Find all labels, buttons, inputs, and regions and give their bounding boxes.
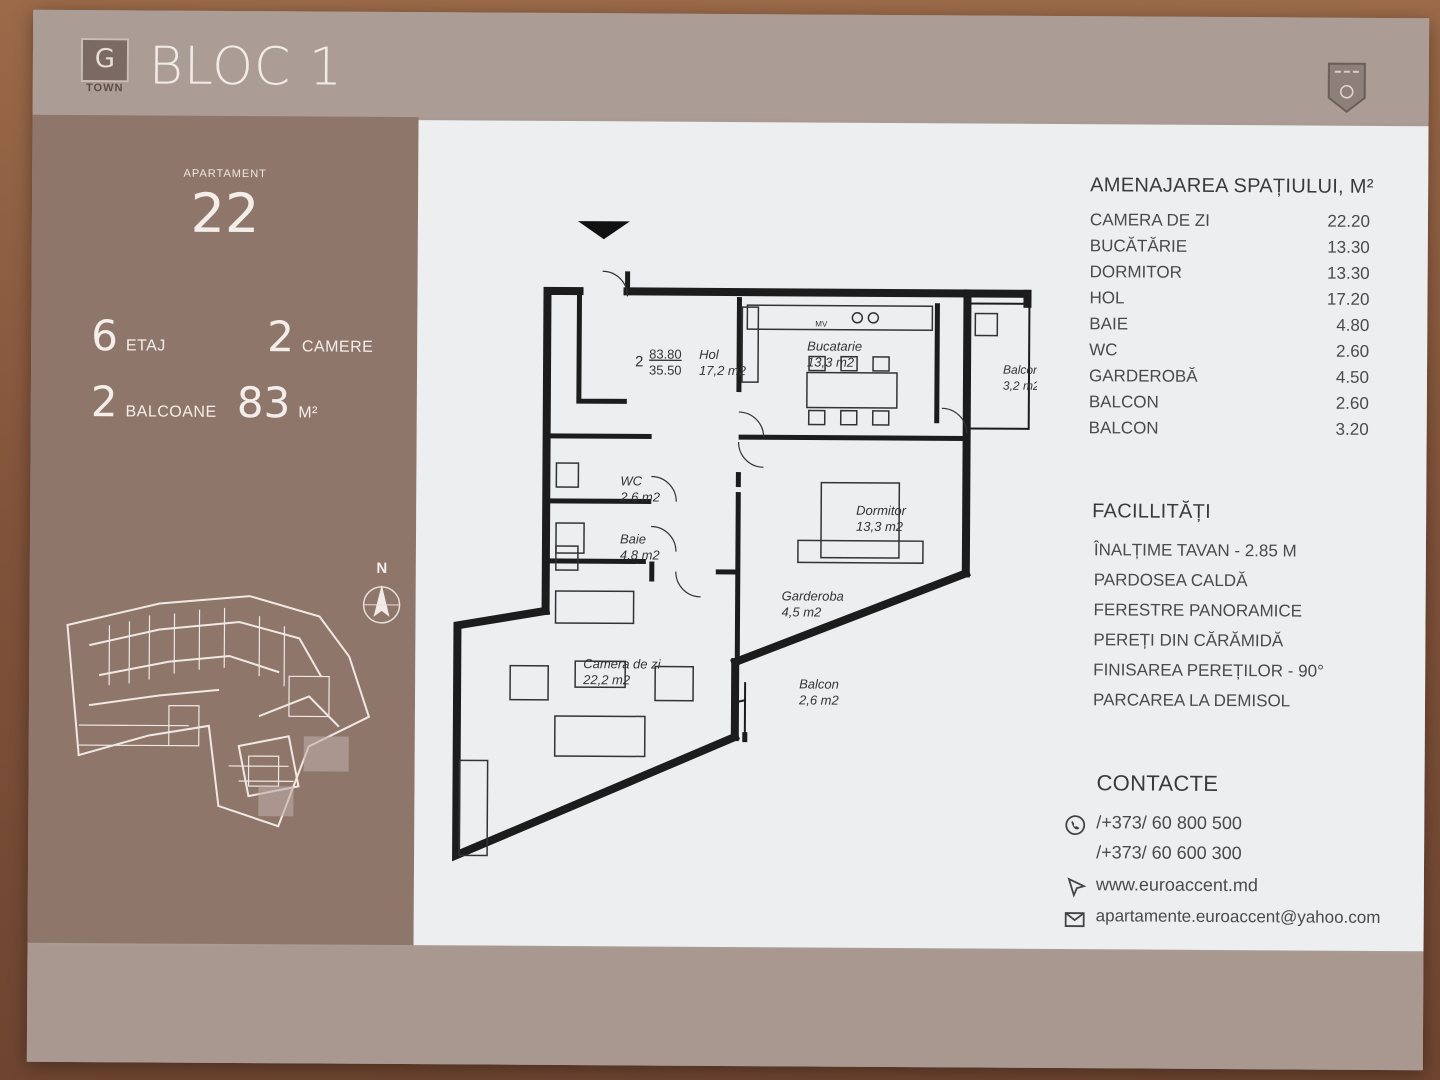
room-name-wc: WC bbox=[620, 473, 642, 488]
footer-band bbox=[26, 944, 1424, 1071]
row-label: BAIE bbox=[1089, 314, 1129, 334]
row-value: 2.60 bbox=[1336, 341, 1370, 361]
table-row: WC 2.60 bbox=[1089, 340, 1369, 368]
row-label: GARDEROBĂ bbox=[1088, 366, 1198, 386]
cursor-icon bbox=[1067, 877, 1087, 898]
room-area-wc: 2,6 m2 bbox=[619, 489, 661, 504]
phone-2-link[interactable]: /+373/ 60 600 300 bbox=[1096, 842, 1242, 864]
row-label: CAMERA DE ZI bbox=[1089, 210, 1210, 230]
phone-1-link[interactable]: /+373/ 60 800 500 bbox=[1096, 812, 1242, 834]
apt-code-left: 2 bbox=[635, 353, 643, 370]
g-town-logo: G bbox=[80, 38, 130, 83]
row-value: 13.30 bbox=[1327, 263, 1370, 283]
row-label: BALCON bbox=[1088, 392, 1159, 412]
room-area-camera-de-zi: 22,2 m2 bbox=[582, 672, 631, 687]
contacts-title: CONTACTE bbox=[1096, 770, 1219, 796]
site-plan-map bbox=[66, 595, 371, 828]
table-row: BAIE 4.80 bbox=[1089, 314, 1369, 342]
balconies-label: BALCOANE bbox=[125, 403, 217, 421]
list-item: PEREȚI DIN CĂRĂMIDĂ bbox=[1093, 630, 1284, 651]
logo-letter: G bbox=[94, 44, 116, 75]
room-area-baie: 4,8 m2 bbox=[620, 547, 661, 562]
room-area-balcon-2: 2,6 m2 bbox=[798, 692, 840, 707]
room-name-baie: Baie bbox=[620, 531, 646, 546]
plan-panel: 2 83.80 35.50 Hol 17,2 m2 Bucatarie 13,3… bbox=[413, 120, 1429, 952]
row-label: BUCĂTĂRIE bbox=[1089, 236, 1188, 256]
table-row: CAMERA DE ZI 22.20 bbox=[1090, 210, 1370, 238]
facilities-list: ÎNALȚIME TAVAN - 2.85 M PARDOSEA CALDĂ F… bbox=[1075, 540, 1396, 732]
room-name-balcon-2: Balcon bbox=[799, 676, 839, 691]
apt-code-top: 83.80 bbox=[649, 347, 682, 362]
table-row: HOL 17.20 bbox=[1089, 288, 1369, 316]
table-row: BALCON 3.20 bbox=[1089, 418, 1369, 446]
logo-brand: TOWN bbox=[86, 82, 124, 95]
room-name-dormitor: Dormitor bbox=[856, 503, 907, 518]
list-item: PARCAREA LA DEMISOL bbox=[1092, 690, 1291, 711]
area-value: 83 bbox=[236, 377, 291, 428]
room-name-balcon-1: Balcon bbox=[1003, 363, 1039, 377]
compass: N bbox=[359, 560, 403, 630]
room-area-hol: 17,2 m2 bbox=[699, 363, 747, 378]
table-row: BALCON 2.60 bbox=[1089, 392, 1369, 420]
list-item: FINISAREA PEREȚILOR - 90° bbox=[1093, 660, 1324, 681]
room-area-dormitor: 13,3 m2 bbox=[856, 519, 904, 534]
floor-value: 6 bbox=[91, 311, 119, 361]
row-value: 17.20 bbox=[1326, 289, 1370, 309]
rooms-value: 2 bbox=[267, 312, 295, 362]
floor-plan-drawing: 2 83.80 35.50 Hol 17,2 m2 Bucatarie 13,3… bbox=[452, 221, 1039, 862]
rooms-label: CAMERE bbox=[301, 338, 374, 356]
room-area-balcon-1: 3,2 m2 bbox=[1003, 379, 1039, 393]
area-label: M² bbox=[298, 404, 318, 422]
row-value: 4.50 bbox=[1335, 367, 1370, 387]
table-row: GARDEROBĂ 4.50 bbox=[1089, 366, 1369, 394]
row-label: WC bbox=[1089, 340, 1118, 360]
space-layout-table: CAMERA DE ZI 22.20 BUCĂTĂRIE 13.30 DORMITO… bbox=[1078, 210, 1378, 439]
apt-code-bottom: 35.50 bbox=[649, 363, 682, 378]
facilities-title: FACILLITĂȚI bbox=[1092, 500, 1212, 523]
room-name-bucatarie: Bucatarie bbox=[807, 338, 862, 353]
room-name-garderoba: Garderoba bbox=[782, 588, 844, 603]
mv-label: MV bbox=[815, 320, 828, 329]
room-name-hol: Hol bbox=[699, 347, 720, 362]
row-value: 4.80 bbox=[1336, 315, 1370, 335]
list-item: ÎNALȚIME TAVAN - 2.85 M bbox=[1093, 540, 1297, 561]
compass-arrow-icon bbox=[362, 584, 401, 624]
apartment-label: APARTAMENT bbox=[183, 167, 267, 181]
row-value: 3.20 bbox=[1335, 419, 1369, 439]
header-band: G TOWN BLOC 1 bbox=[32, 9, 1430, 124]
row-value: 2.60 bbox=[1335, 393, 1369, 413]
apartment-number: 22 bbox=[190, 181, 260, 246]
balconies-value: 2 bbox=[90, 377, 118, 427]
row-label: HOL bbox=[1089, 288, 1125, 308]
details-column: AMENAJAREA SPAȚIULUI, M² CAMERA DE ZI 22.… bbox=[1034, 124, 1419, 951]
crest-icon bbox=[1327, 62, 1366, 114]
row-label: BALCON bbox=[1088, 418, 1159, 438]
phone-icon bbox=[1065, 815, 1086, 836]
row-value: 22.20 bbox=[1327, 211, 1371, 231]
space-layout-title: AMENAJAREA SPAȚIULUI, M² bbox=[1090, 174, 1374, 198]
page-title: BLOC 1 bbox=[148, 36, 344, 98]
email-link[interactable]: apartamente.euroaccent@yahoo.com bbox=[1095, 906, 1381, 927]
room-name-camera-de-zi: Camera de zi bbox=[583, 656, 662, 671]
list-item: FERESTRE PANORAMICE bbox=[1093, 600, 1303, 621]
row-value: 13.30 bbox=[1327, 237, 1370, 257]
website-link[interactable]: www.euroaccent.md bbox=[1095, 874, 1259, 896]
floor-label: ETAJ bbox=[125, 337, 166, 355]
row-label: DORMITOR bbox=[1089, 262, 1182, 282]
entrance-arrow-icon bbox=[577, 221, 630, 240]
room-area-bucatarie: 13,3 m2 bbox=[807, 354, 855, 369]
table-row: BUCĂTĂRIE 13.30 bbox=[1090, 236, 1370, 264]
compass-label: N bbox=[376, 559, 388, 577]
room-area-garderoba: 4,5 m2 bbox=[782, 604, 823, 619]
list-item: PARDOSEA CALDĂ bbox=[1093, 570, 1248, 591]
table-row: DORMITOR 13.30 bbox=[1090, 262, 1370, 290]
mail-icon bbox=[1064, 912, 1085, 928]
